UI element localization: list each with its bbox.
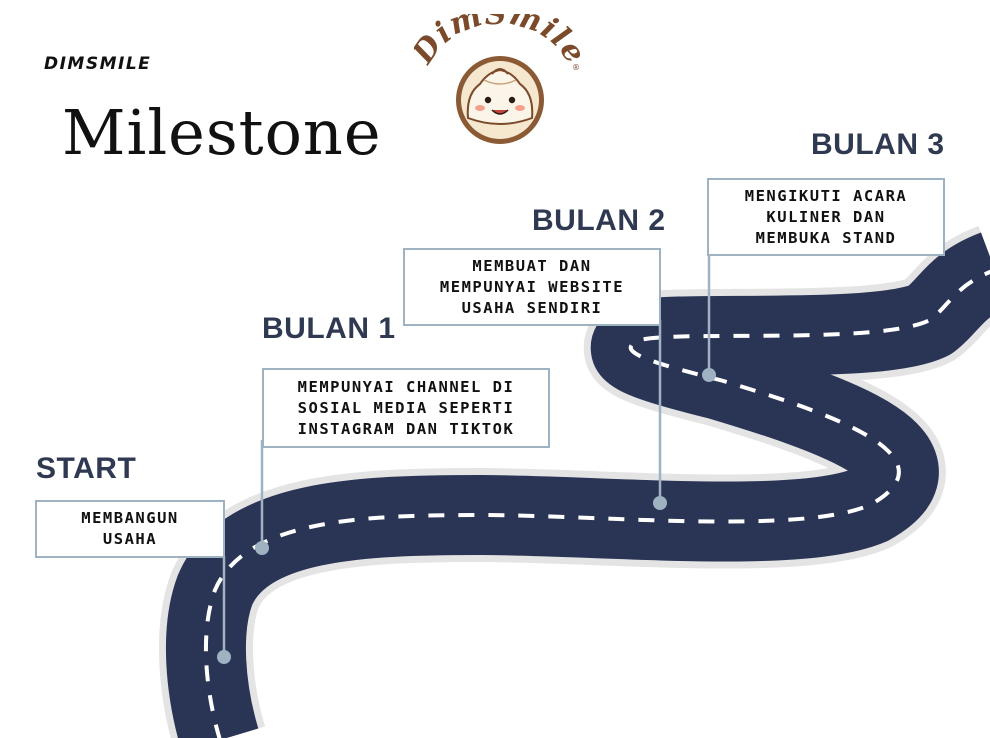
milestone-heading-bulan-2: BULAN 2 — [532, 204, 666, 237]
milestone-heading-bulan-3: BULAN 3 — [811, 128, 945, 161]
page-title: Milestone — [62, 96, 382, 169]
milestone-text-start: MEMBANGUN USAHA — [81, 509, 179, 548]
milestone-heading-start: START — [36, 452, 137, 485]
milestone-text-bulan-1: MEMPUNYAI CHANNEL DI SOSIAL MEDIA SEPERT… — [297, 377, 515, 438]
milestone-dot-start — [217, 650, 231, 664]
milestone-box-bulan-2: MEMBUAT DAN MEMPUNYAI WEBSITE USAHA SEND… — [403, 248, 661, 326]
milestone-heading-bulan-1: BULAN 1 — [262, 312, 396, 345]
milestone-box-bulan-1: MEMPUNYAI CHANNEL DI SOSIAL MEDIA SEPERT… — [262, 368, 550, 448]
milestone-dot-bulan-2 — [653, 496, 667, 510]
milestone-box-bulan-3: MENGIKUTI ACARA KULINER DAN MEMBUKA STAN… — [707, 178, 945, 256]
logo-registered-mark: ® — [572, 63, 580, 72]
milestone-dot-bulan-3 — [702, 368, 716, 382]
milestone-dot-bulan-1 — [255, 541, 269, 555]
milestone-box-start: MEMBANGUN USAHA — [35, 500, 225, 558]
dimsmile-logo: DimSmile ® — [414, 14, 584, 144]
milestone-text-bulan-3: MENGIKUTI ACARA KULINER DAN MEMBUKA STAN… — [744, 186, 908, 247]
brand-name: DIMSMILE — [44, 54, 152, 74]
milestone-text-bulan-2: MEMBUAT DAN MEMPUNYAI WEBSITE USAHA SEND… — [439, 256, 625, 317]
smiling-dumpling-icon — [466, 68, 534, 125]
